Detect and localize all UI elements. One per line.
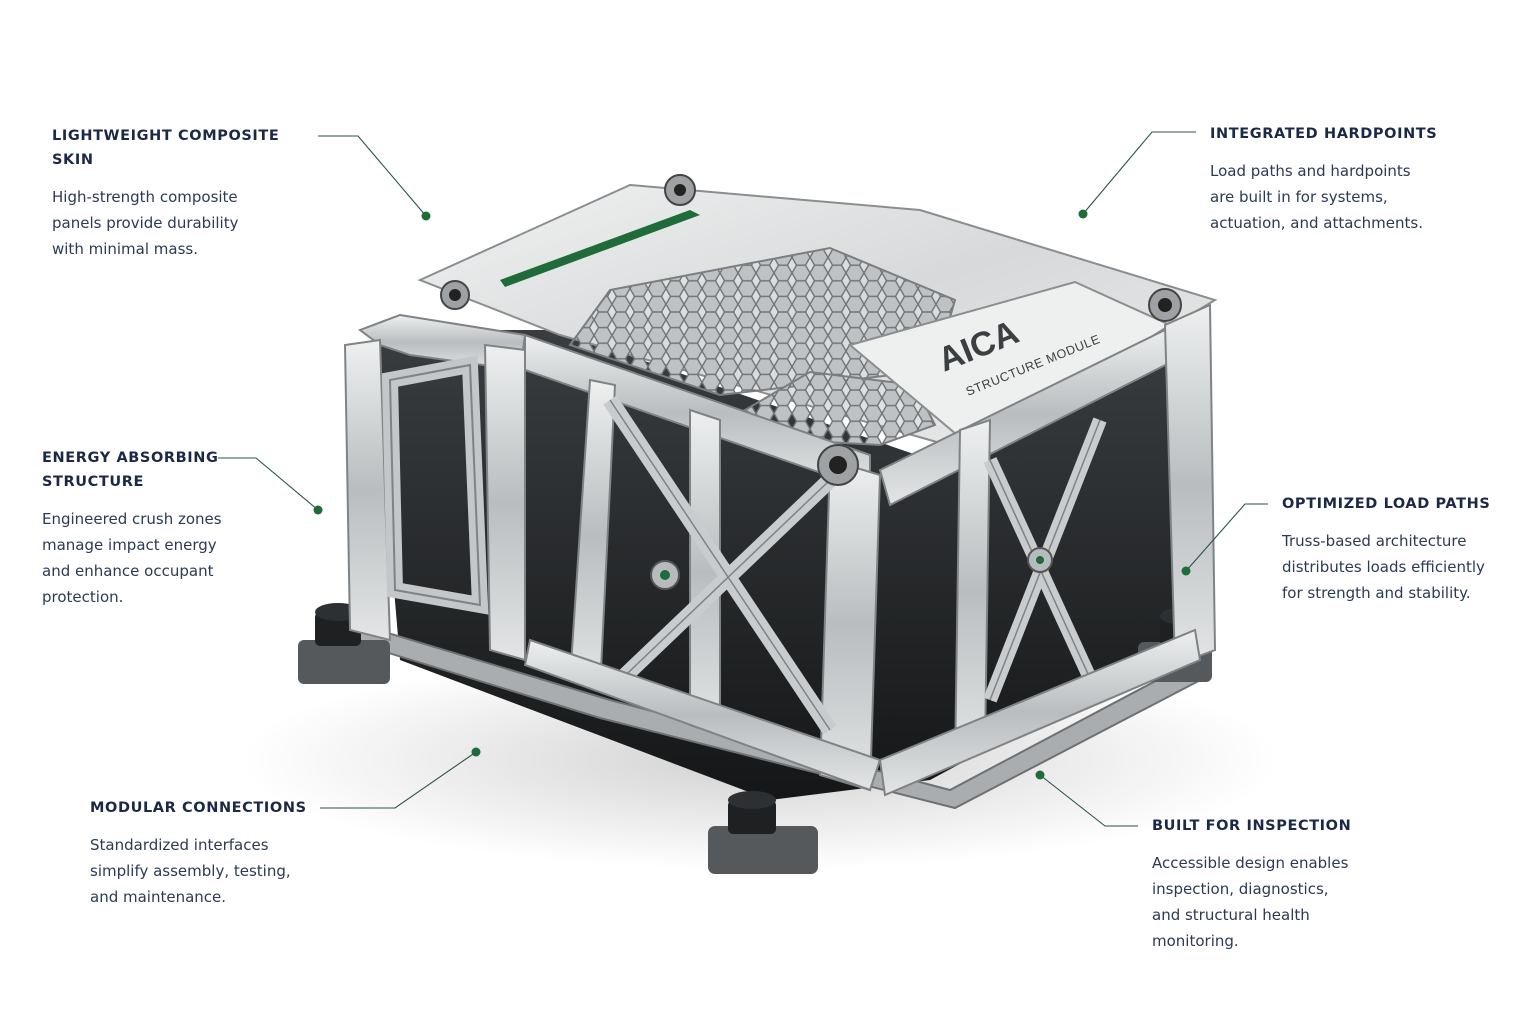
callout-text: Engineered crush zones manage impact ene… [42,510,222,606]
callout-composite-skin: LIGHTWEIGHT COMPOSITE SKIN High-strength… [52,124,322,262]
callout-text: High-strength composite panels provide d… [52,188,239,258]
leader-insp [1039,774,1138,827]
leader-energy [218,457,319,511]
accent-stripe-top [500,210,700,287]
leader-hard [1082,131,1196,215]
callout-text: Load paths and hardpoints are built in f… [1210,162,1423,232]
callout-hardpoints: INTEGRATED HARDPOINTS Load paths and har… [1210,122,1470,236]
leader-lines [218,131,1268,827]
callout-title: MODULAR CONNECTIONS [90,800,307,816]
honeycomb-core [568,246,957,397]
leader-dot-skin [421,211,431,221]
left-end-frame [343,313,527,662]
leader-dot-hard [1078,209,1088,219]
callout-title: BUILT FOR INSPECTION [1152,818,1352,834]
leader-skin [318,135,427,217]
callout-text: Standardized interfaces simplify assembl… [90,836,291,906]
callout-title: INTEGRATED HARDPOINTS [1210,126,1438,142]
callout-text: Truss-based architecture distributes loa… [1282,532,1485,602]
callout-energy-absorbing: ENERGY ABSORBING STRUCTURE Engineered cr… [42,446,242,610]
leader-mod [320,751,477,809]
leader-dots [313,209,1191,780]
foot-front [708,791,818,874]
corner-hardpoints [440,174,1182,486]
callout-inspection: BUILT FOR INSPECTION Accessible design e… [1152,814,1382,954]
leader-dot-mod [471,747,481,757]
leader-load [1185,503,1268,572]
callout-load-paths: OPTIMIZED LOAD PATHS Truss-based archite… [1282,492,1512,606]
leader-dot-insp [1035,770,1045,780]
front-truss-frame [523,333,882,792]
callout-title: LIGHTWEIGHT COMPOSITE SKIN [52,128,280,168]
callout-title: OPTIMIZED LOAD PATHS [1282,496,1491,512]
right-truss-frame [878,303,1217,797]
callout-title: ENERGY ABSORBING STRUCTURE [42,450,219,490]
callout-text: Accessible design enables inspection, di… [1152,854,1349,950]
leader-dot-energy [313,505,323,515]
callout-modular-connections: MODULAR CONNECTIONS Standardized interfa… [90,796,330,910]
leader-dot-load [1181,566,1191,576]
